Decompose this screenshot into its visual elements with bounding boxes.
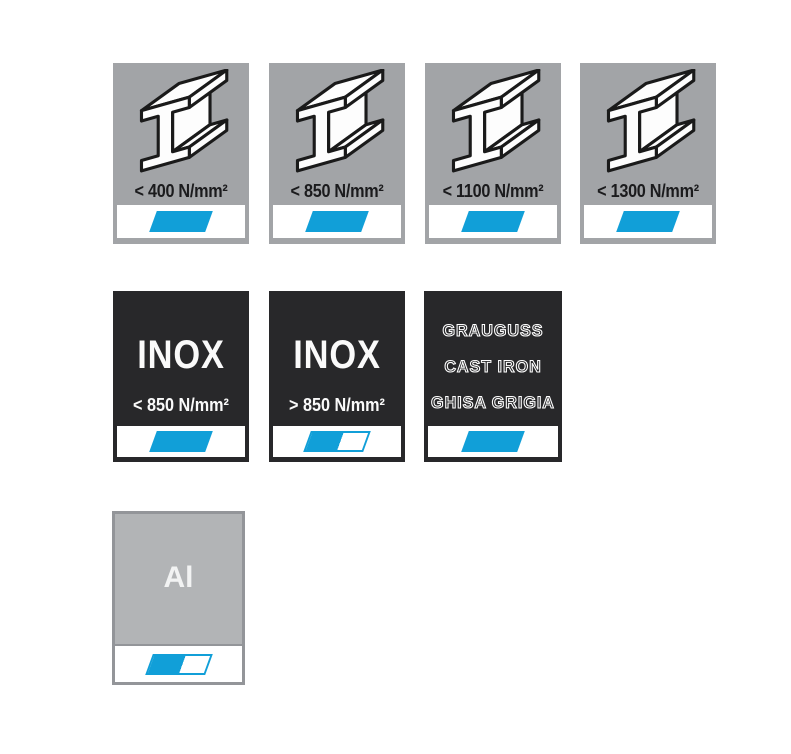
tile-cast-iron: GRAUGUSS CAST IRON GHISA GRIGIA — [424, 291, 562, 462]
full-cut-parallelogram-icon — [149, 211, 213, 232]
full-cut-parallelogram-icon — [461, 431, 525, 452]
strength-label: > 850 N/mm² — [289, 395, 385, 415]
i-beam-icon — [113, 69, 249, 173]
i-beam-icon — [269, 69, 405, 173]
cast-iron-label-it: GHISA GRIGIA — [431, 392, 555, 412]
i-beam-icon — [425, 69, 561, 173]
strength-label: < 1100 N/mm² — [442, 181, 544, 201]
aluminium-label: Al — [163, 561, 194, 594]
cut-strip — [429, 205, 557, 238]
cut-strip — [273, 205, 401, 238]
strength-label: < 400 N/mm² — [134, 181, 228, 201]
cut-strip — [273, 426, 401, 457]
strength-label: < 1300 N/mm² — [597, 181, 699, 201]
tile-steel-850: < 850 N/mm² — [269, 63, 405, 244]
full-cut-parallelogram-icon — [461, 211, 525, 232]
tile-aluminium: Al — [112, 511, 245, 685]
half-cut-parallelogram-icon — [303, 431, 371, 452]
cut-strip — [584, 205, 712, 238]
half-cut-parallelogram-icon — [144, 653, 213, 675]
cut-strip — [428, 426, 558, 457]
cut-strip — [115, 644, 242, 682]
full-cut-parallelogram-icon — [149, 431, 213, 452]
inox-title: INOX — [293, 333, 381, 377]
tile-steel-1300: < 1300 N/mm² — [580, 63, 716, 244]
tile-steel-1100: < 1100 N/mm² — [425, 63, 561, 244]
full-cut-parallelogram-icon — [616, 211, 680, 232]
cut-strip — [117, 205, 245, 238]
i-beam-icon — [580, 69, 716, 173]
strength-label: < 850 N/mm² — [133, 395, 229, 415]
tile-inox-under-850: INOX < 850 N/mm² — [113, 291, 249, 462]
inox-title: INOX — [137, 333, 225, 377]
full-cut-parallelogram-icon — [305, 211, 369, 232]
tile-steel-400: < 400 N/mm² — [113, 63, 249, 244]
cast-iron-label-en: CAST IRON — [444, 356, 542, 376]
cast-iron-label-de: GRAUGUSS — [442, 320, 544, 340]
tile-inox-over-850: INOX > 850 N/mm² — [269, 291, 405, 462]
cast-iron-labels: GRAUGUSS CAST IRON GHISA GRIGIA — [424, 313, 562, 421]
strength-label: < 850 N/mm² — [290, 181, 384, 201]
cut-strip — [117, 426, 245, 457]
